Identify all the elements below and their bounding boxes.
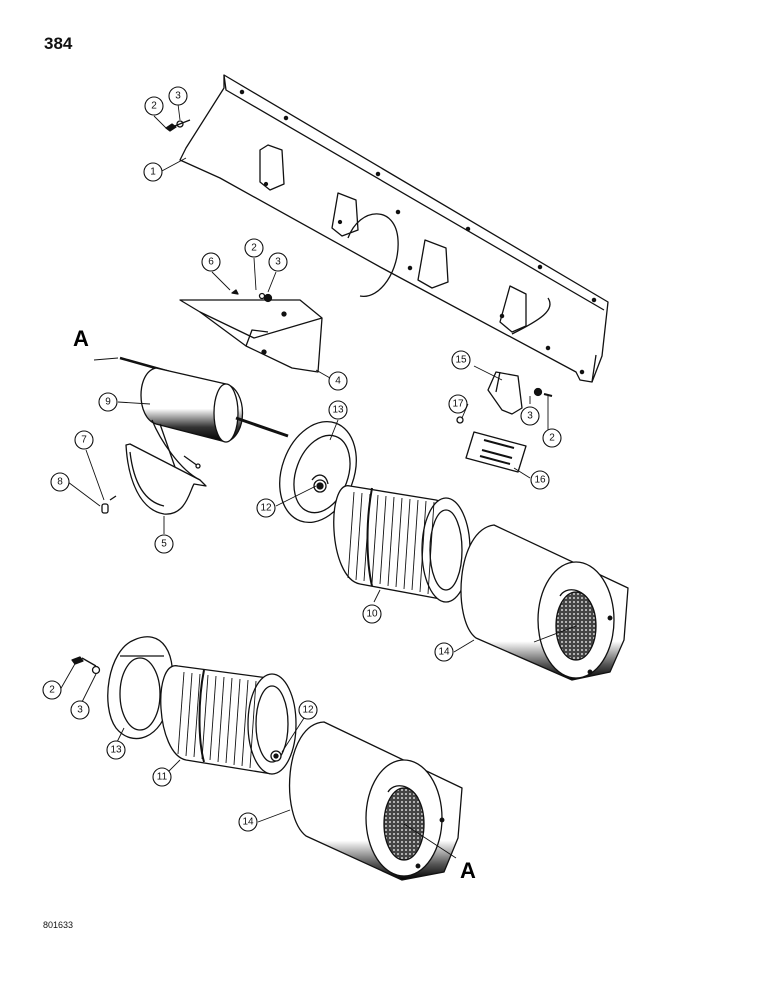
callout-label-2: 2 [151, 101, 157, 112]
figure-id: 801633 [43, 920, 74, 930]
callout-label-6: 6 [208, 257, 214, 268]
blower-wheel-lower [160, 665, 297, 775]
callout-label-9: 9 [105, 397, 111, 408]
callout-label-10: 10 [366, 609, 378, 620]
callout-2 [244, 238, 264, 258]
callout-2 [144, 96, 164, 116]
callout-9 [98, 392, 118, 412]
callout-15 [451, 350, 471, 370]
callout-12 [256, 498, 276, 518]
screw-top-left [165, 119, 191, 132]
callout-label-12: 12 [302, 705, 314, 716]
callout-label-11: 11 [157, 772, 168, 783]
callout-2 [42, 680, 62, 700]
callout-label-15: 15 [455, 355, 467, 366]
callout-7 [74, 430, 94, 450]
callout-13 [328, 400, 348, 420]
callout-label-14: 14 [242, 817, 254, 828]
callout-label-2: 2 [49, 685, 55, 696]
callout-2 [542, 428, 562, 448]
reference-letter-a-shaft: A [73, 326, 89, 351]
callout-10 [362, 604, 382, 624]
callout-13 [106, 740, 126, 760]
blower-housing-upper [460, 524, 629, 681]
page-number: 384 [44, 34, 73, 53]
motor-strap [125, 443, 207, 515]
callout-label-14: 14 [438, 647, 450, 658]
callout-16 [530, 470, 550, 490]
reference-letter-a-housing: A [460, 858, 476, 883]
callout-label-16: 16 [534, 475, 546, 486]
callout-label-3: 3 [527, 411, 533, 422]
resistor-assembly [456, 371, 553, 473]
blower-motor [119, 356, 289, 481]
callout-11 [152, 767, 172, 787]
inlet-ring-lower [107, 636, 174, 739]
callout-12 [298, 700, 318, 720]
callout-3 [268, 252, 288, 272]
callout-label-1: 1 [150, 167, 156, 178]
callout-8 [50, 472, 70, 492]
callout-labels: 1 2 3 6 2 3 4 9 7 8 5 13 12 10 15 3 2 17… [49, 91, 555, 828]
screw-lower [71, 656, 101, 675]
motor-bracket [179, 289, 323, 373]
callout-17 [448, 394, 468, 414]
mounting-plate [179, 74, 609, 383]
callouts [42, 86, 562, 832]
callout-6 [201, 252, 221, 272]
callout-label-12: 12 [260, 503, 272, 514]
callout-label-3: 3 [77, 705, 83, 716]
callout-3 [520, 406, 540, 426]
callout-14 [434, 642, 454, 662]
callout-label-8: 8 [57, 477, 63, 488]
callout-label-7: 7 [81, 435, 87, 446]
callout-label-5: 5 [161, 539, 167, 550]
callout-5 [154, 534, 174, 554]
callout-label-13: 13 [332, 405, 344, 416]
callout-label-3: 3 [275, 257, 281, 268]
callout-1 [143, 162, 163, 182]
callout-14 [238, 812, 258, 832]
callout-label-2: 2 [549, 433, 555, 444]
callout-4 [328, 371, 348, 391]
wire-clip [101, 495, 117, 514]
callout-label-3: 3 [175, 91, 181, 102]
callout-label-13: 13 [110, 745, 122, 756]
callout-label-4: 4 [335, 376, 341, 387]
leader-lines [59, 103, 577, 859]
callout-label-17: 17 [452, 399, 464, 410]
callout-3 [168, 86, 188, 106]
blower-housing-lower [289, 721, 463, 881]
callout-3 [70, 700, 90, 720]
blower-wheel-upper [333, 485, 471, 603]
callout-label-2: 2 [251, 243, 257, 254]
